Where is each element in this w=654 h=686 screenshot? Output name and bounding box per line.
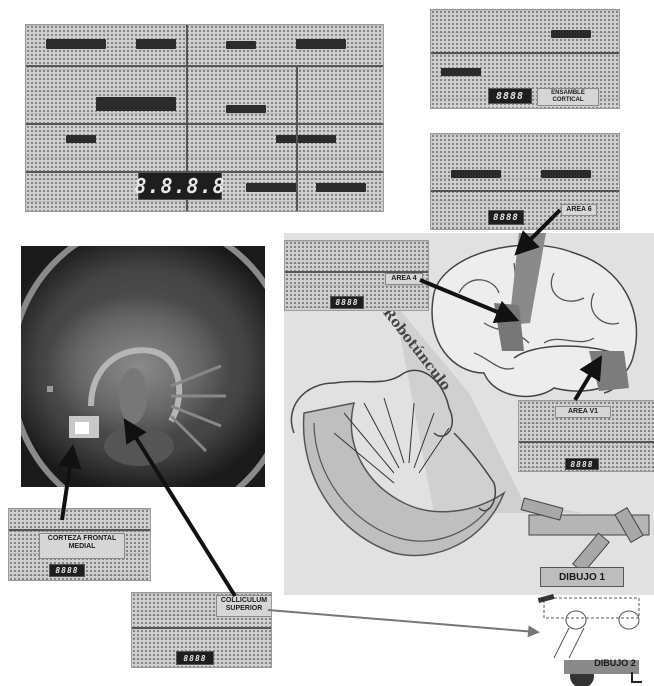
colliculum-superior-label: COLLICULUM SUPERIOR (216, 595, 272, 617)
colliculum-superior-board: COLLICULUM SUPERIOR 8888 (131, 592, 272, 668)
robot-arm-drawing-2 (524, 590, 654, 686)
area6-board: 8888 AREA 6 (430, 133, 620, 230)
seven-segment-display: 8888 (49, 564, 85, 577)
area-v1-board: AREA V1 8888 (518, 400, 654, 472)
corteza-frontal-board: CORTEZA FRONTAL MEDIAL 8888 (8, 508, 151, 581)
seven-segment-display: 8888 (330, 296, 364, 309)
dibujo2-label: DIBUJO 2 (584, 656, 646, 670)
seven-segment-display: 8888 (488, 210, 524, 225)
area6-label: AREA 6 (561, 204, 597, 216)
main-breadboard-photo: 8.8.8.8 (25, 24, 384, 212)
ensamble-cortical-label: ENSAMBLE CORTICAL (537, 88, 599, 106)
seven-segment-display: 8888 (176, 651, 214, 665)
seven-segment-display: 8888 (565, 458, 599, 470)
scan-graphic (21, 246, 265, 487)
arrow-colliculum-to-dibujo2 (268, 610, 536, 632)
cortical-ensemble-board: 8888 ENSAMBLE CORTICAL (430, 9, 620, 109)
dibujo1-label: DIBUJO 1 (540, 567, 624, 587)
area4-label: AREA 4 (385, 273, 423, 285)
area-v1-label: AREA V1 (555, 406, 611, 418)
area4-board: AREA 4 8888 (284, 240, 429, 311)
seven-segment-display: 8888 (488, 88, 532, 104)
corteza-frontal-medial-label: CORTEZA FRONTAL MEDIAL (39, 533, 125, 559)
seven-segment-display: 8.8.8.8 (138, 172, 222, 200)
fmri-brain-scan (21, 246, 265, 487)
